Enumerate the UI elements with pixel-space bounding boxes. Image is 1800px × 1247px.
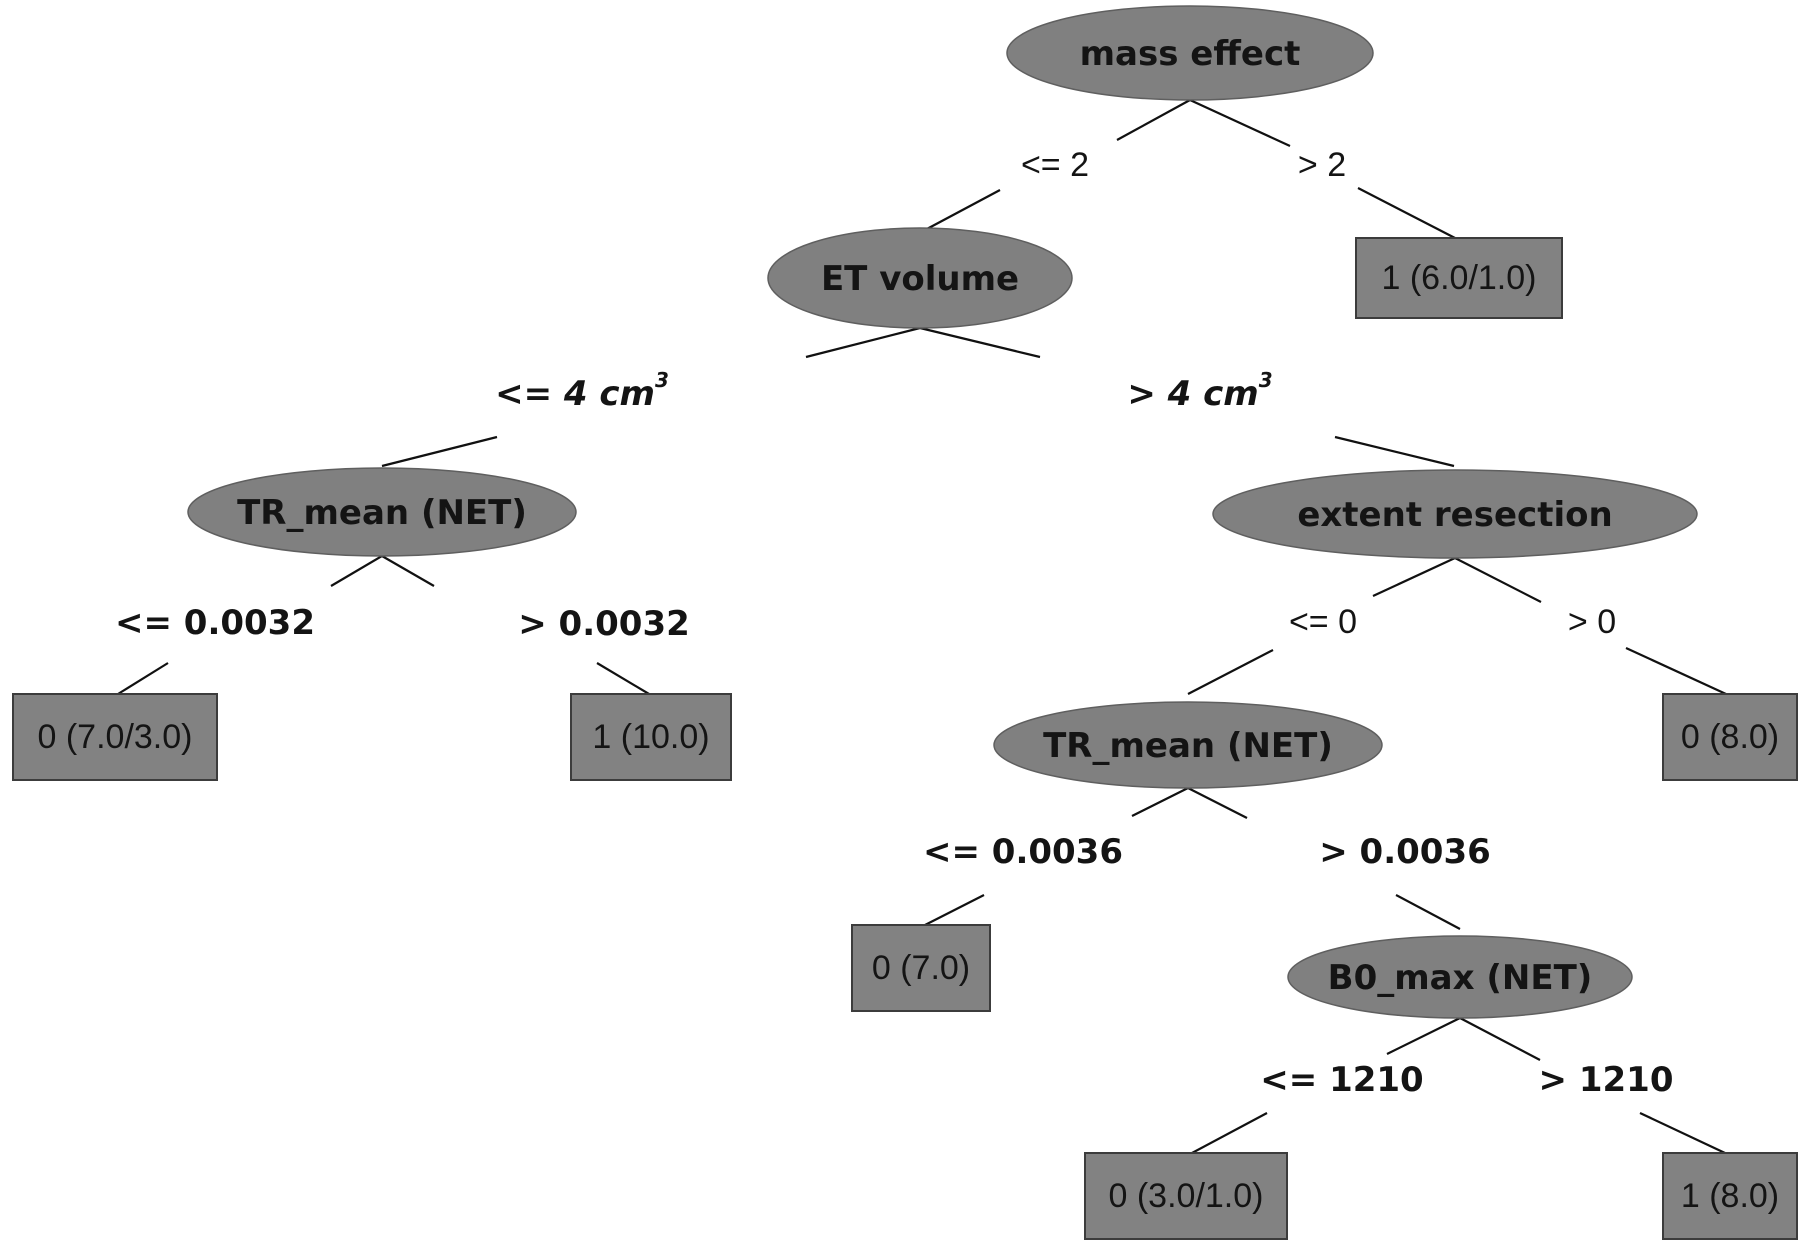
edge-trl-left-upper: [330, 555, 383, 587]
leaf-root-gt-label: 1 (6.0/1.0): [1382, 259, 1537, 297]
leaf-tr-left-gt: 1 (10.0): [570, 693, 732, 781]
leaf-tr-left-gt-label: 1 (10.0): [592, 718, 709, 756]
edge-et-right-upper: [919, 326, 1041, 359]
edge-b0-right-lower: [1639, 1112, 1726, 1154]
branch-label-et-gt-exp: 3: [1259, 368, 1273, 392]
branch-label-b0-le: <= 1210: [1260, 1060, 1423, 1100]
edge-trl-right-lower: [596, 662, 650, 695]
node-tr-mean-left: TR_mean (NET): [187, 467, 577, 557]
edge-et-left-upper: [805, 326, 921, 359]
edge-root-right-upper: [1189, 99, 1291, 147]
branch-label-et-gt-unit: cm: [1203, 374, 1259, 414]
branch-label-et-gt-prefix: > 4: [1127, 374, 1203, 414]
branch-label-et-le: <= 4 cm3: [495, 368, 669, 414]
leaf-b0-le: 0 (3.0/1.0): [1084, 1152, 1288, 1240]
edge-b0-left-upper: [1386, 1017, 1461, 1055]
edge-ext-right-lower: [1625, 647, 1727, 695]
branch-label-tr-right-le: <= 0.0036: [923, 832, 1123, 872]
node-et-volume: ET volume: [767, 227, 1073, 329]
leaf-extent-gt-label: 0 (8.0): [1681, 718, 1779, 756]
edge-ext-left-lower: [1187, 649, 1274, 695]
leaf-b0-gt: 1 (8.0): [1662, 1152, 1798, 1240]
node-b0-max: B0_max (NET): [1287, 935, 1633, 1019]
branch-label-root-le: <= 2: [1021, 146, 1089, 184]
branch-label-extent-gt: > 0: [1568, 603, 1616, 641]
edge-trl-right-upper: [381, 555, 435, 587]
branch-label-tr-left-le: <= 0.0032: [115, 603, 315, 643]
node-b0-max-label: B0_max (NET): [1328, 958, 1593, 998]
edge-et-left-lower: [381, 435, 498, 468]
leaf-tr-left-le-label: 0 (7.0/3.0): [38, 718, 193, 756]
node-extent-resection: extent resection: [1212, 469, 1698, 559]
leaf-tr-right-le-label: 0 (7.0): [872, 949, 970, 987]
leaf-tr-right-le: 0 (7.0): [851, 924, 991, 1012]
edge-root-left-upper: [1116, 99, 1191, 141]
edge-trr-left-upper: [1131, 787, 1189, 817]
node-tr-mean-right-label: TR_mean (NET): [1043, 726, 1333, 766]
edge-ext-right-upper: [1454, 557, 1542, 603]
branch-label-tr-left-gt: > 0.0032: [518, 604, 690, 644]
tree-edges: [117, 99, 1727, 1154]
edge-trr-left-lower: [924, 894, 985, 926]
branch-label-extent-le: <= 0: [1289, 603, 1357, 641]
branch-label-tr-right-gt: > 0.0036: [1319, 832, 1491, 872]
branch-label-et-le-exp: 3: [655, 368, 669, 392]
edge-b0-right-upper: [1459, 1017, 1541, 1061]
edge-root-right-lower: [1357, 187, 1456, 239]
edge-trr-right-lower: [1395, 894, 1461, 930]
edge-et-right-lower: [1334, 435, 1455, 468]
node-tr-mean-left-label: TR_mean (NET): [237, 493, 527, 533]
edge-root-left-lower: [924, 189, 1001, 231]
edge-b0-left-lower: [1191, 1112, 1268, 1154]
node-mass-effect-label: mass effect: [1080, 34, 1301, 74]
node-tr-mean-right: TR_mean (NET): [993, 701, 1383, 789]
branch-label-b0-gt: > 1210: [1539, 1060, 1674, 1100]
edge-ext-left-upper: [1372, 557, 1456, 597]
branch-label-et-gt: > 4 cm3: [1127, 368, 1272, 414]
node-extent-resection-label: extent resection: [1297, 495, 1612, 535]
branch-label-et-le-prefix: <= 4: [495, 374, 599, 414]
leaf-tr-left-le: 0 (7.0/3.0): [12, 693, 218, 781]
leaf-b0-le-label: 0 (3.0/1.0): [1109, 1177, 1264, 1215]
branch-label-et-le-unit: cm: [599, 374, 655, 414]
leaf-b0-gt-label: 1 (8.0): [1681, 1177, 1779, 1215]
node-mass-effect: mass effect: [1006, 5, 1374, 101]
node-et-volume-label: ET volume: [821, 259, 1019, 299]
branch-label-root-gt: > 2: [1298, 146, 1346, 184]
edge-trl-left-lower: [117, 662, 169, 695]
edge-trr-right-upper: [1187, 787, 1248, 819]
leaf-root-gt: 1 (6.0/1.0): [1355, 237, 1563, 319]
leaf-extent-gt: 0 (8.0): [1662, 693, 1798, 781]
